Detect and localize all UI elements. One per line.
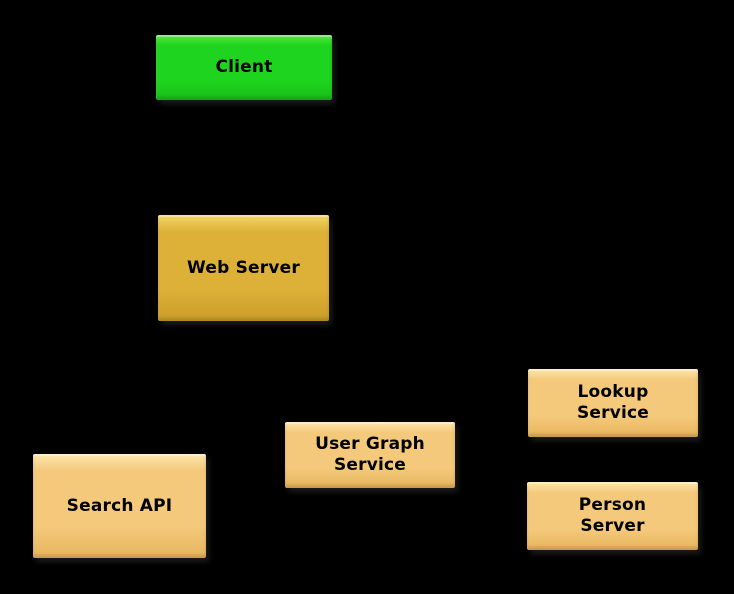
node-lookup-service-label: Lookup Service [576, 382, 650, 423]
node-user-graph-service[interactable]: User Graph Service [285, 422, 455, 488]
node-lookup-service[interactable]: Lookup Service [528, 369, 698, 437]
node-user-graph-service-label: User Graph Service [315, 434, 425, 475]
node-client-label: Client [215, 57, 273, 77]
node-web-server-label: Web Server [187, 257, 300, 278]
node-search-api[interactable]: Search API [33, 454, 206, 558]
node-search-api-label: Search API [66, 495, 173, 516]
node-person-server[interactable]: Person Server [527, 482, 698, 550]
node-person-server-label: Person Server [578, 495, 647, 536]
node-web-server[interactable]: Web Server [158, 215, 329, 321]
node-client[interactable]: Client [156, 35, 332, 100]
